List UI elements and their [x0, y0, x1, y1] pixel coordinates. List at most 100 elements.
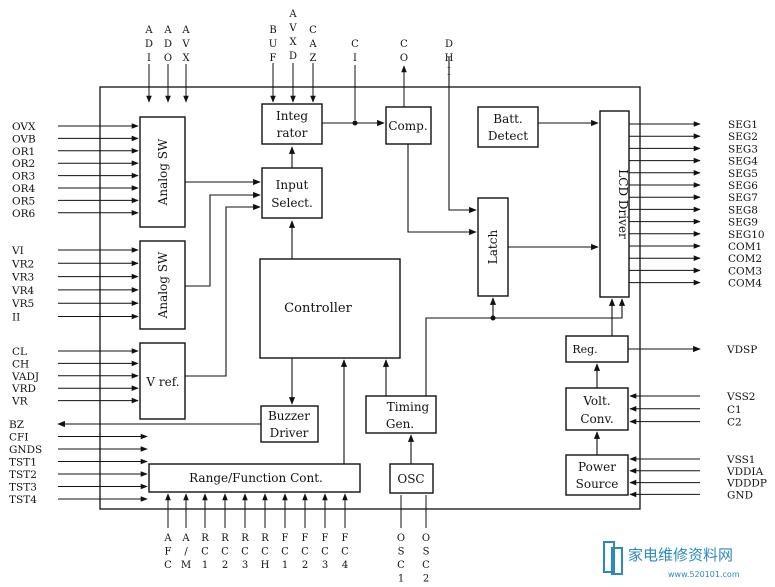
svg-text:V ref.: V ref. [145, 375, 179, 389]
svg-text:Batt.: Batt. [493, 112, 522, 126]
svg-text:Select.: Select. [271, 196, 313, 210]
range-function-cont-block: Range/Function Cont. [148, 463, 361, 493]
pin-fc1: 1 [282, 560, 288, 571]
pin-seg6: SEG6 [728, 180, 758, 192]
pin-rc1: R [201, 533, 209, 544]
pin-avx: V [181, 39, 190, 50]
timing-gen-block: Timing Gen. [365, 395, 437, 434]
pin-osc2: C [422, 560, 430, 571]
pin-a-m: / [184, 547, 188, 558]
pin-avxd: D [289, 51, 297, 62]
pin-vr5: VR5 [11, 298, 34, 310]
pin-ovx: OVX [12, 121, 36, 133]
pin-com1: COM1 [728, 241, 762, 253]
pin-tst4: TST4 [9, 494, 37, 506]
pin-adi: A [144, 25, 153, 36]
input-select-block: Input Select. [261, 167, 323, 219]
svg-text:Driver: Driver [270, 426, 309, 440]
svg-text:Input: Input [276, 178, 309, 192]
pin-osc2: 2 [423, 574, 429, 585]
pin-avxd: X [289, 37, 297, 48]
pin-rc1: 1 [202, 560, 208, 571]
pin-or5: OR5 [12, 195, 35, 207]
pin-afc: A [163, 533, 172, 544]
chip-outline [99, 86, 641, 510]
pin-or4: OR4 [12, 183, 36, 195]
pin-ado: O [164, 53, 172, 64]
pin-dhi: I [447, 67, 451, 78]
svg-text:Volt.: Volt. [582, 394, 610, 408]
pin-vss1: VSS1 [726, 454, 755, 466]
pin-vdddp: VDDDP [726, 478, 767, 490]
pin-or6: OR6 [12, 208, 36, 220]
pin-ch: CH [12, 358, 29, 370]
pin-osc2: S [423, 547, 430, 558]
pin-seg5: SEG5 [728, 168, 758, 180]
pin-vss2: VSS2 [726, 391, 755, 403]
pin-fc3: F [322, 533, 329, 544]
svg-text:Comp.: Comp. [388, 119, 427, 133]
pin-osc1: O [397, 533, 405, 544]
pin-afc: C [164, 560, 172, 571]
pin-caz: Z [310, 53, 317, 64]
pin-vr: VR [11, 396, 29, 408]
svg-text:rator: rator [277, 126, 308, 140]
svg-text:Power: Power [578, 460, 616, 474]
pin-fc2: F [302, 533, 309, 544]
svg-text:OSC: OSC [397, 472, 424, 486]
integrator-block: Integ rator [261, 103, 323, 145]
batt-detect-block: Batt. Detect [477, 106, 539, 148]
pin-seg8: SEG8 [728, 204, 758, 216]
pin-wires [58, 63, 701, 528]
pin-vr3: VR3 [11, 272, 34, 284]
pin-osc1: S [398, 547, 405, 558]
pin-buf: F [270, 53, 277, 64]
svg-text:Analog SW: Analog SW [156, 138, 170, 206]
pin-or3: OR3 [12, 171, 35, 183]
pin-rc2: C [221, 547, 229, 558]
pin-avxd: A [288, 9, 297, 20]
pin-vr4: VR4 [11, 285, 34, 297]
pin-rc3: 3 [242, 560, 248, 571]
pin-vr2: VR2 [11, 258, 34, 270]
pin-gnds: GNDS [9, 444, 42, 456]
pin-ado: D [164, 39, 172, 50]
pin-fc1: F [282, 533, 289, 544]
pin-seg9: SEG9 [728, 217, 758, 229]
pin-afc: F [165, 547, 172, 558]
pin-ci: C [351, 39, 359, 50]
pin-gnd: GND [727, 489, 753, 501]
pin-bz: BZ [9, 419, 24, 431]
pin-vrd: VRD [11, 383, 36, 395]
pin-rc3: C [241, 547, 249, 558]
pin-rc3: R [241, 533, 249, 544]
pin-ii: II [12, 312, 20, 324]
svg-text:Timing: Timing [387, 400, 430, 414]
watermark-url: www.520101.com [668, 570, 740, 579]
pin-c1: C1 [727, 404, 742, 416]
pin-rc2: R [221, 533, 229, 544]
pin-adi: D [145, 39, 153, 50]
pin-rch: C [261, 547, 269, 558]
internal-wires [57, 57, 701, 464]
pin-rch: H [261, 560, 270, 571]
pin-vadj: VADJ [11, 371, 39, 383]
pin-ovb: OVB [12, 133, 36, 145]
pin-rc2: 2 [222, 560, 228, 571]
pin-fc2: C [301, 547, 309, 558]
pin-osc2: O [422, 533, 430, 544]
pin-osc1: C [397, 560, 405, 571]
pin-or2: OR2 [12, 158, 35, 170]
pin-seg1: SEG1 [728, 119, 758, 131]
pin-cfi: CFI [9, 432, 28, 444]
pin-or1: OR1 [12, 146, 35, 158]
pin-com4: COM4 [728, 278, 762, 290]
pin-avx: X [182, 53, 190, 64]
pin-tst2: TST2 [9, 469, 37, 481]
svg-text:Integ: Integ [276, 109, 308, 123]
pin-adi: I [147, 53, 151, 64]
pin-seg2: SEG2 [728, 131, 758, 143]
pin-caz: A [308, 39, 317, 50]
reg-block: Reg. [565, 335, 629, 363]
